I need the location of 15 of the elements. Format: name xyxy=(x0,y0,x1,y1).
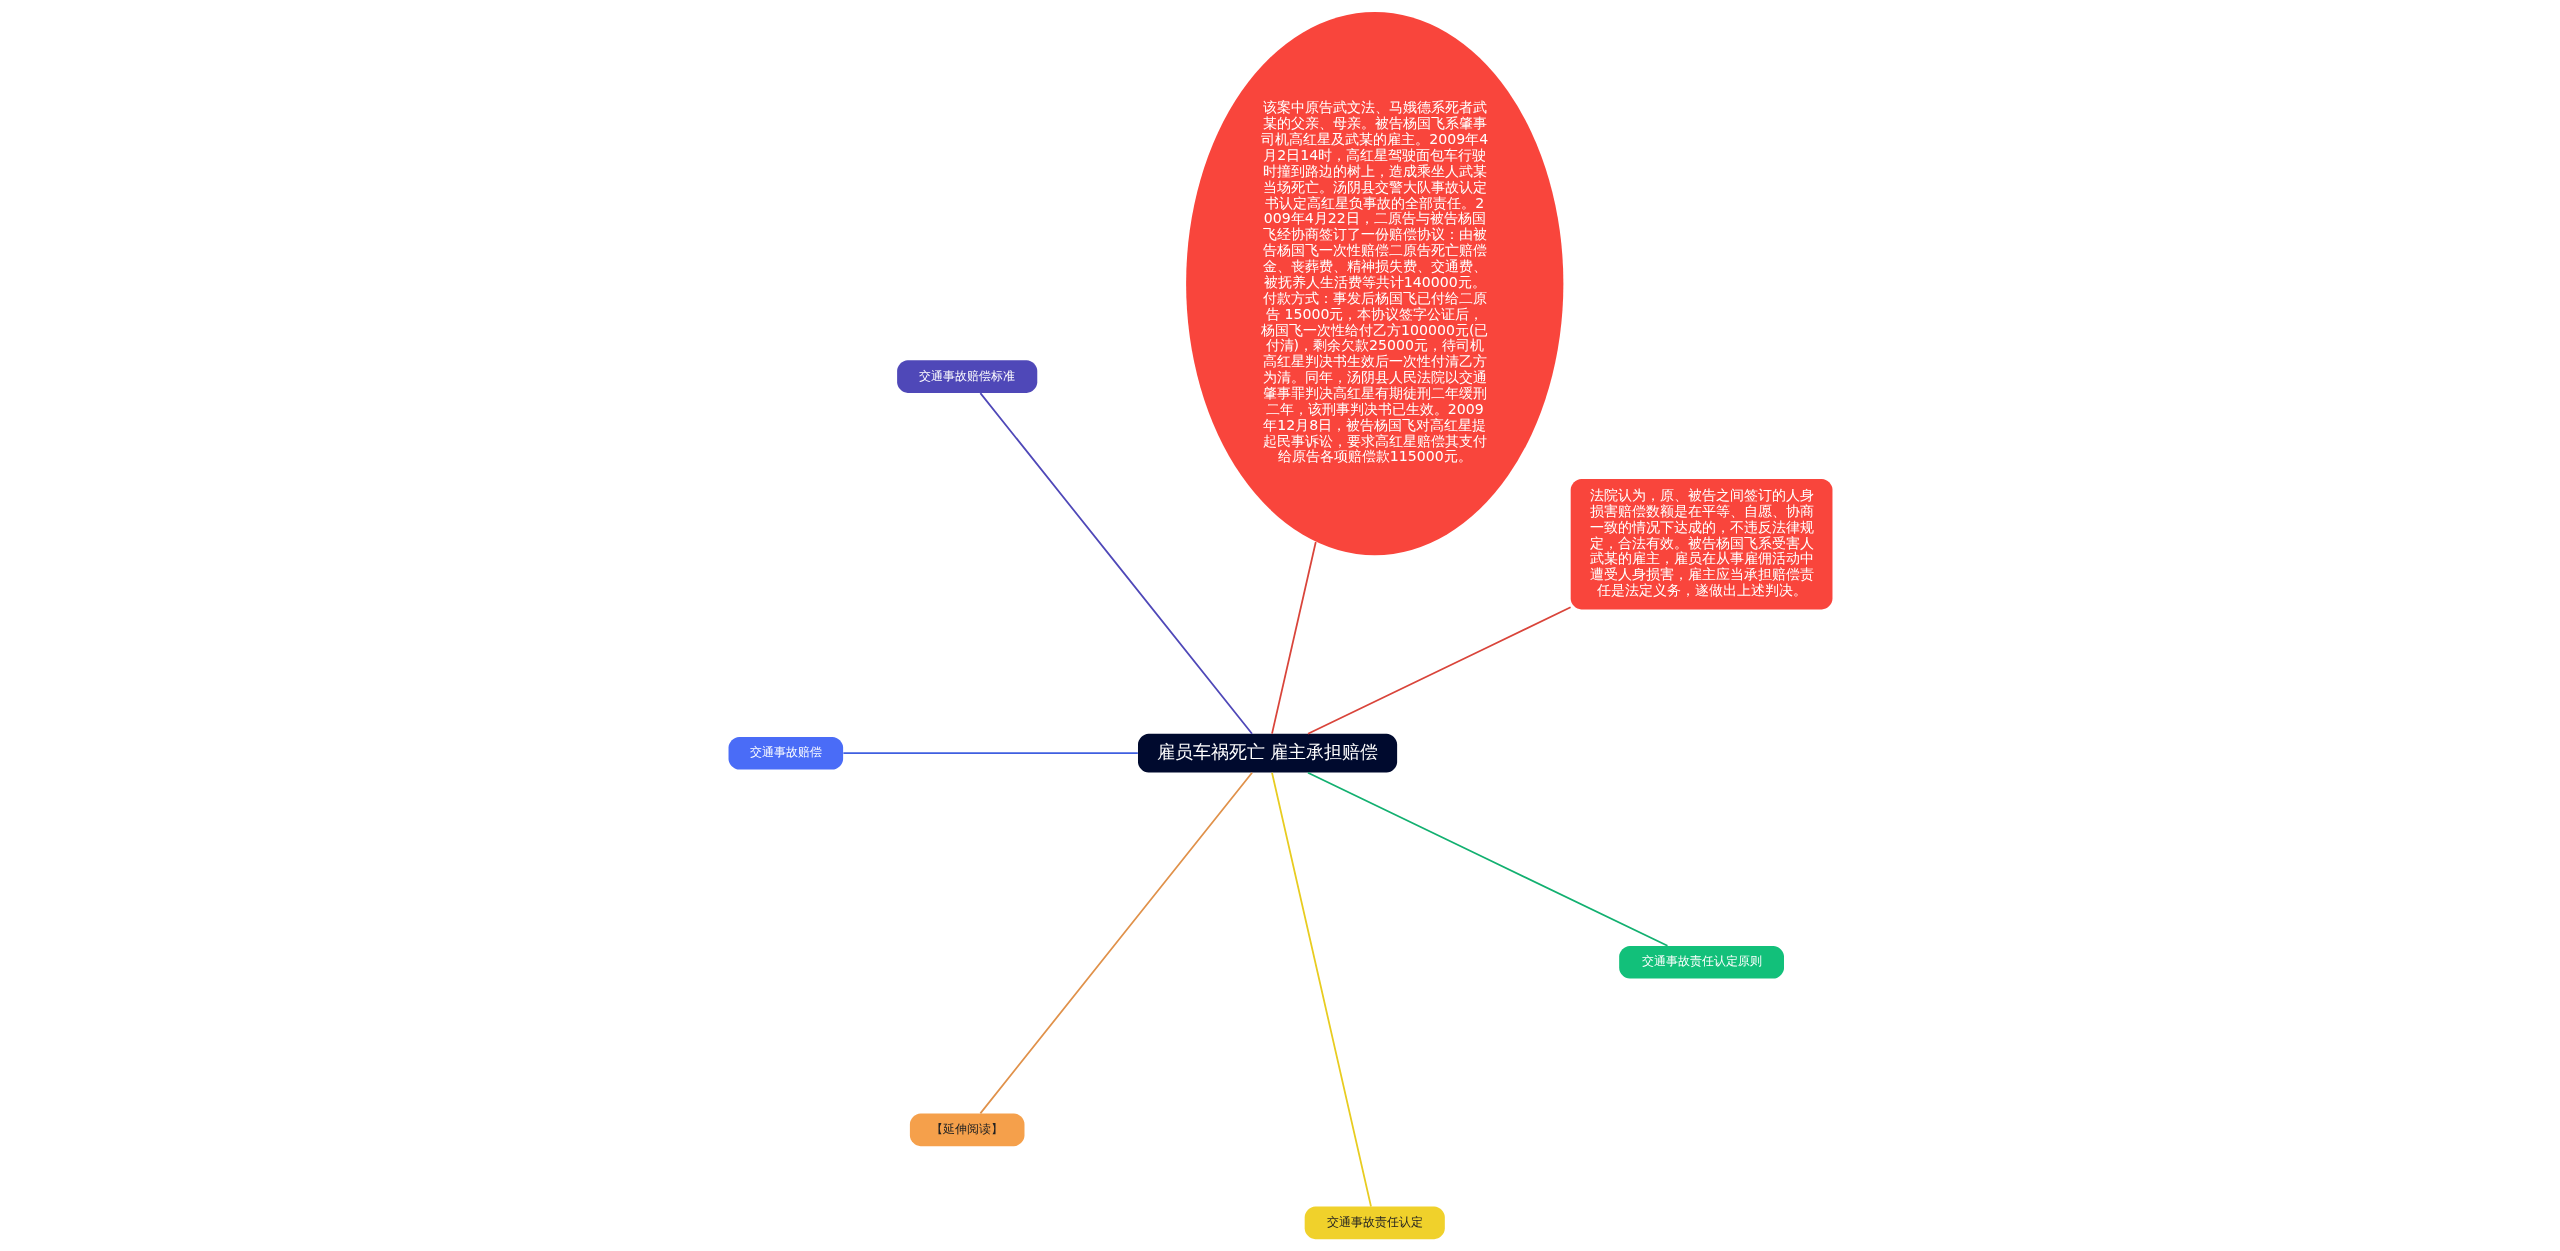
node-box: 交通事故赔偿标准 xyxy=(896,360,1037,393)
connector xyxy=(1306,606,1571,735)
node-ellipse: 该案中原告武文法、马娥德系死者武某的父亲、母亲。被告杨国飞系肇事司机高红星及武某的雇主。2009年4月2日14时，高红星驾驶面包车行驶时撞到路边的树上，造成乘坐人武某当场死亡。汤阴县交警大队事故认定书认定高红星负事故的全部责任。2009年4月22日，二原告与被告杨国飞经协商签订了一份赔偿协议：由被告杨国飞一次性赔偿二原告死亡赔偿金、丧葬费、精神损失费、交通费、被抚养人生活费等共计140000元。付款方式：事发后杨国飞已付给二原告 15000元，本协议签字公证后，杨国飞一次性给付乙方100000元(已付清)，剩余欠款25000元，待司机高红星判决书生效后一次性付清乙方为清。同年，汤阴县人民法院以交通肇事罪判决高红星有期徒刑二年缓刑二年，该刑事判决书已生效。2009年12月8日，被告杨国飞对高红星提起民事诉讼，要求高红星赔偿其支付给原告各项赔偿款115000元。 xyxy=(1185,12,1563,556)
connector xyxy=(979,392,1253,735)
node-box: 雇员车祸死亡 雇主承担赔偿 xyxy=(1137,733,1397,773)
node-box: 交通事故责任认定原则 xyxy=(1618,945,1784,979)
node-box: 【延伸阅读】 xyxy=(909,1113,1024,1147)
connector xyxy=(1306,771,1668,947)
connector xyxy=(1270,771,1372,1208)
node-box: 法院认为，原、被告之间签订的人身损害赔偿数额是在平等、自愿、协商一致的情况下达成的，不违反法律规定，合法有效。被告杨国飞系受害人武某的雇主，雇员在从事雇佣活动中遭受人身损害，雇主应当承担赔偿责任是法定义务，遂做出上述判决。 xyxy=(1570,479,1832,610)
connector xyxy=(1270,541,1317,735)
node-box: 交通事故责任认定 xyxy=(1304,1206,1445,1240)
connector xyxy=(979,771,1253,1115)
connector xyxy=(842,752,1139,755)
node-box: 交通事故赔偿 xyxy=(728,736,843,770)
